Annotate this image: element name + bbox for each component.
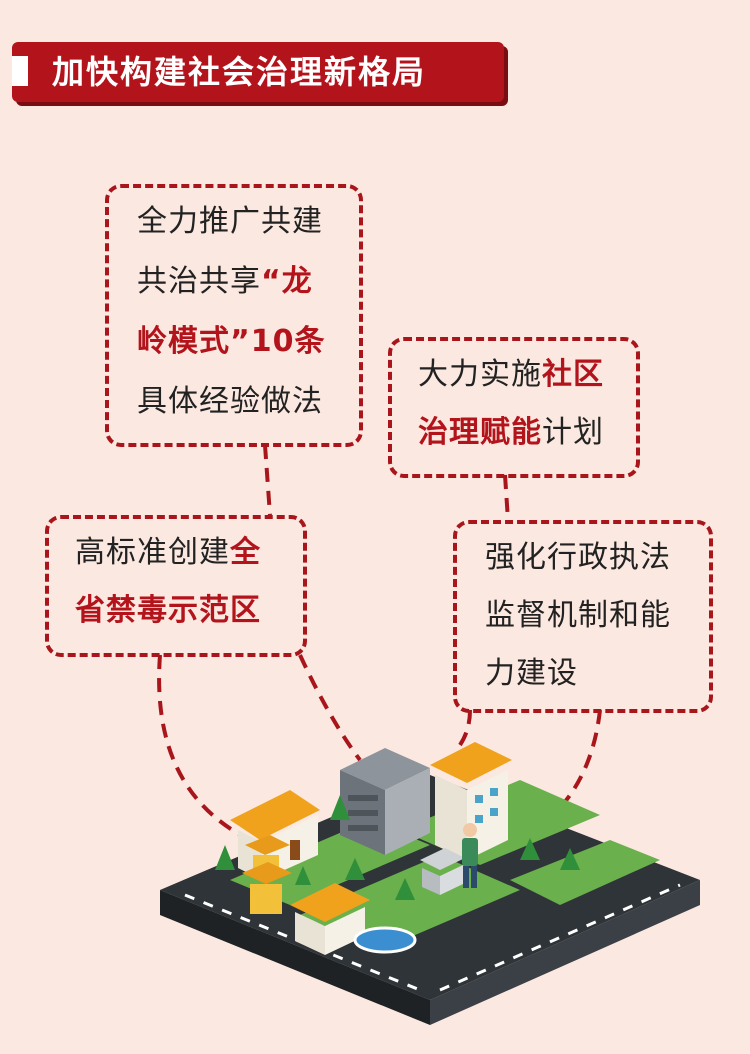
callout-text-part: 共治共享	[137, 264, 261, 299]
callout-anti-drug-demo: 高标准创建全 省禁毒示范区	[45, 515, 307, 657]
callout-text: 力建设	[485, 656, 578, 691]
callout-text-part: 计划	[542, 415, 604, 450]
callout-text: 大力实施社区	[418, 355, 604, 395]
callout-highlight: 全	[230, 535, 261, 570]
small-house	[420, 848, 465, 895]
callout-highlight: 岭模式”10条	[137, 324, 326, 359]
office-building	[340, 748, 430, 855]
callout-text: 治理赋能计划	[418, 413, 604, 453]
callout-text: 具体经验做法	[137, 384, 323, 419]
apartment-right	[430, 742, 512, 860]
callout-longling-model: 全力推广共建 共治共享“龙 岭模式”10条 具体经验做法	[105, 184, 363, 447]
callout-text: 全力推广共建	[137, 204, 323, 239]
banner-tab	[12, 56, 28, 86]
callout-highlight: 治理赋能	[418, 415, 542, 450]
trees	[215, 795, 580, 900]
callout-text: 强化行政执法	[485, 540, 671, 575]
callout-text-part: 高标准创建	[75, 535, 230, 570]
callout-text: 监督机制和能	[485, 598, 671, 633]
page-title: 加快构建社会治理新格局	[52, 53, 427, 91]
callout-law-enforcement: 强化行政执法 监督机制和能 力建设	[453, 520, 713, 713]
callout-highlight: 社区	[542, 357, 604, 392]
callout-highlight: “龙	[261, 264, 313, 299]
officer-figure	[462, 823, 478, 888]
callout-text-part: 大力实施	[418, 357, 542, 392]
callout-text: 共治共享“龙	[137, 262, 313, 302]
callout-text: 高标准创建全	[75, 533, 261, 573]
house-bottom	[290, 883, 417, 955]
callout-highlight: 省禁毒示范区	[75, 593, 261, 628]
pagoda	[242, 835, 292, 914]
header-banner: 加快构建社会治理新格局	[12, 42, 504, 102]
callout-community-governance: 大力实施社区 治理赋能计划	[388, 337, 640, 478]
